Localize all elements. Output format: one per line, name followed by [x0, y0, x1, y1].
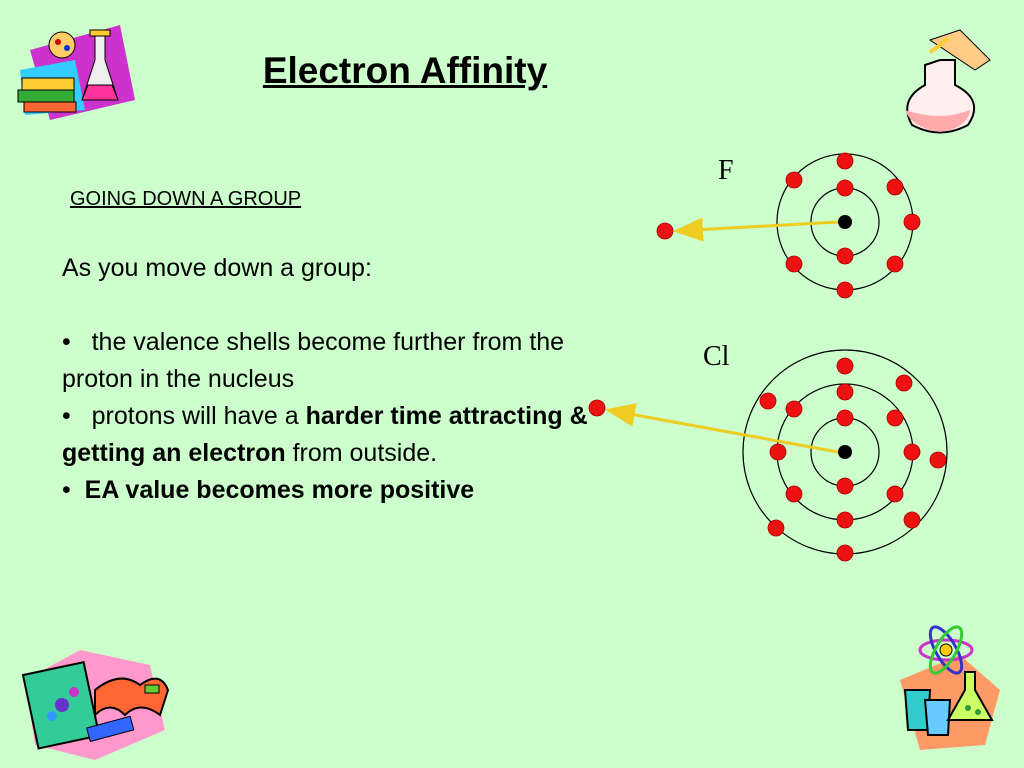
- electron: [886, 178, 904, 196]
- attraction-arrow: [605, 403, 839, 454]
- electron: [769, 443, 787, 461]
- electron: [785, 171, 803, 189]
- incoming-electron: [656, 222, 674, 240]
- electron: [886, 485, 904, 503]
- chemistry-books-flask-icon: [17, 25, 135, 120]
- atom-label-f: F: [718, 155, 734, 186]
- electron: [886, 409, 904, 427]
- electron: [903, 511, 921, 529]
- electron: [836, 383, 854, 401]
- electron: [767, 519, 785, 537]
- atom-beakers-icon: [900, 625, 1000, 750]
- electron: [836, 247, 854, 265]
- electron: [903, 213, 921, 231]
- electron: [895, 374, 913, 392]
- books-microscope-icon: [21, 650, 170, 760]
- electron: [759, 392, 777, 410]
- subheading: GOING DOWN A GROUP: [70, 188, 302, 210]
- electron: [836, 477, 854, 495]
- atom-label-cl: Cl: [703, 341, 730, 372]
- electron: [836, 544, 854, 562]
- attraction-arrow: [673, 217, 839, 242]
- electron: [886, 255, 904, 273]
- electron: [785, 400, 803, 418]
- nucleus: [838, 215, 852, 229]
- electron: [836, 511, 854, 529]
- electron: [785, 485, 803, 503]
- electron: [836, 281, 854, 299]
- slide-title: Electron Affinity: [262, 50, 548, 91]
- body-text: As you move down a group: • the valence …: [62, 250, 607, 509]
- electron: [836, 179, 854, 197]
- bullet-2: • protons will have a harder time attrac…: [62, 402, 588, 467]
- electron: [836, 357, 854, 375]
- bullet-1: • the valence shells become further from…: [62, 328, 565, 393]
- bullet-3: • EA value becomes more positive: [62, 476, 475, 504]
- electron: [785, 255, 803, 273]
- electron: [836, 409, 854, 427]
- electron: [836, 152, 854, 170]
- flask-pouring-test-tube-icon: [905, 29, 991, 134]
- electron: [903, 443, 921, 461]
- chlorine-atom: [588, 349, 948, 562]
- fluorine-atom: [656, 152, 921, 299]
- nucleus: [838, 445, 852, 459]
- intro-text: As you move down a group:: [62, 254, 372, 282]
- electron: [929, 451, 947, 469]
- incoming-electron: [588, 399, 606, 417]
